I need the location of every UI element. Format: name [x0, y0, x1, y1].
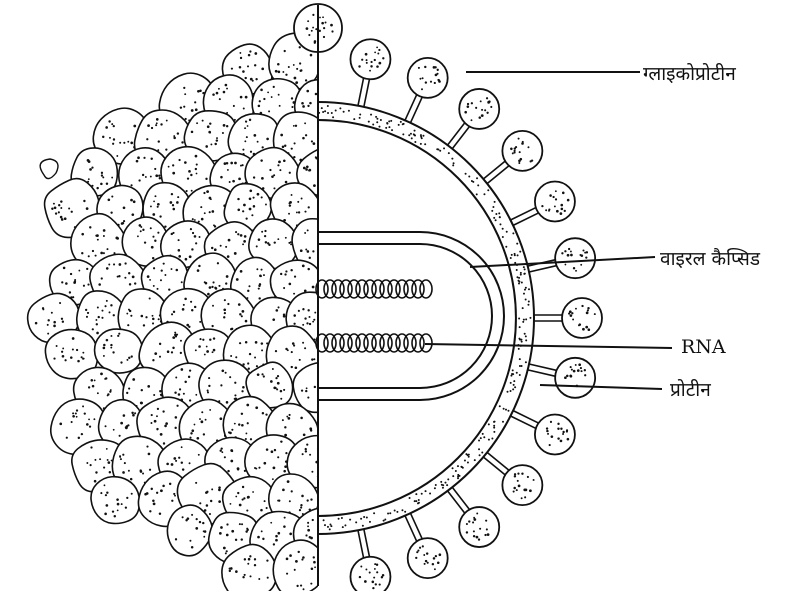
- spike-stalk: [511, 416, 536, 428]
- spike-stalk: [405, 516, 417, 541]
- capsid-inner: [318, 244, 492, 388]
- label-rna: RNA: [681, 336, 726, 358]
- glycoprotein-spike-head: [535, 414, 575, 454]
- envelope-outer-edge: [318, 102, 534, 534]
- glycoprotein-spike-head: [408, 58, 448, 98]
- label-viral-capsid: वाइरल कैप्सिड: [660, 245, 760, 271]
- spike-stalk: [405, 95, 417, 120]
- glycoprotein-spike-head: [502, 465, 542, 505]
- envelope-inner-edge: [318, 120, 516, 516]
- glycoprotein-spike-head: [350, 39, 390, 79]
- glycoprotein-spike-head: [555, 238, 595, 278]
- outer-surface-globules: [28, 33, 347, 591]
- glycoprotein-spike-head: [535, 182, 575, 222]
- spike-stalk: [364, 529, 370, 556]
- spike-stalk: [452, 487, 469, 509]
- envelope-band: [318, 102, 534, 534]
- rna-coil: [316, 334, 432, 352]
- glycoprotein-spike-head: [408, 538, 448, 578]
- spike-stalk: [513, 213, 538, 225]
- rna-coil: [316, 280, 432, 298]
- capsid-outer: [318, 232, 504, 400]
- glycoprotein-spike-head: [459, 89, 499, 129]
- spike-stalk: [529, 364, 556, 370]
- spike-stalk: [528, 370, 555, 376]
- spike-stalk: [448, 123, 465, 145]
- spike-stalk: [513, 411, 538, 423]
- label-protein: प्रोटीन: [670, 376, 711, 402]
- spike-stalk: [483, 161, 505, 179]
- glycoprotein-spike-head: [459, 507, 499, 547]
- glycoprotein-spike-head: [350, 557, 390, 591]
- spike-stalk: [452, 127, 469, 149]
- spike-stalk: [358, 530, 364, 557]
- glycoprotein-spike-head: [555, 358, 595, 398]
- spike-stalk: [410, 97, 422, 122]
- label-glycoprotein: ग्लाइकोप्रोटीन: [643, 60, 736, 86]
- surface-detail: [40, 159, 58, 179]
- leader-rna: [425, 344, 672, 348]
- spike-stalk: [487, 452, 509, 470]
- spike-stalk: [448, 491, 465, 513]
- glycoprotein-spike-head: [502, 131, 542, 171]
- cross-section: [294, 4, 602, 591]
- spike-stalk: [410, 513, 422, 538]
- spike-stalk: [364, 79, 370, 106]
- glycoprotein-spike-head: [562, 298, 602, 338]
- spike-stalk: [483, 457, 505, 475]
- spike-stalk: [487, 166, 509, 184]
- spike-stalk: [529, 266, 556, 272]
- spike-stalk: [358, 78, 364, 105]
- spike-stalk: [511, 208, 536, 220]
